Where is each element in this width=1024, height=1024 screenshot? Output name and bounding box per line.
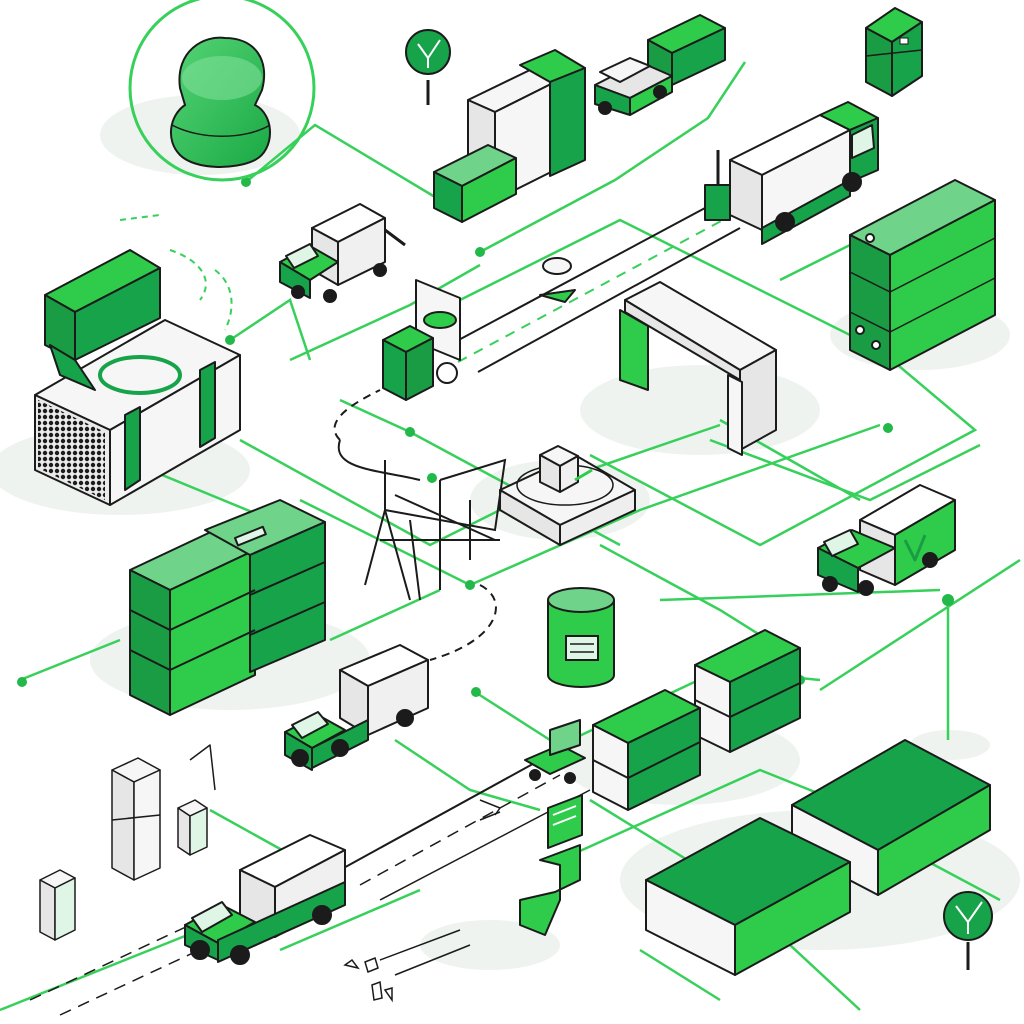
storage-tank-icon: [547, 587, 615, 688]
warehouse-icon: [433, 49, 586, 223]
network-nodes: [17, 177, 954, 697]
road-icon: [29, 924, 191, 1001]
pallet-stack-icon: [129, 499, 326, 716]
network-node-icon: [225, 335, 235, 345]
road-icon: [439, 199, 721, 351]
container-icon: [34, 249, 241, 506]
container-icon: [592, 629, 801, 811]
network-node-icon: [405, 427, 415, 437]
loading-platform-icon: [499, 445, 636, 546]
truck-icon: [704, 101, 879, 245]
network-node-icon: [465, 580, 475, 590]
network-node-icon: [17, 677, 27, 687]
container-icon: [849, 179, 996, 371]
map-pin-icon: [943, 891, 993, 970]
conveyor-icon: [519, 719, 586, 936]
truck-icon: [284, 644, 429, 771]
truck-icon: [594, 14, 726, 116]
network-node-icon: [475, 247, 485, 257]
network-node-icon: [942, 594, 954, 606]
delivery-van-icon: [279, 203, 406, 303]
signboard-icon: [382, 257, 576, 401]
warehouse-icon: [39, 744, 216, 941]
map-pin-icon: [405, 29, 451, 105]
container-icon: [865, 7, 923, 97]
truck-icon: [184, 834, 346, 965]
roads: [29, 199, 741, 1016]
delivery-van-icon: [817, 484, 956, 596]
ground-marks: [343, 799, 502, 1003]
network-node-icon: [241, 177, 251, 187]
network-node-icon: [883, 423, 893, 433]
warehouse-icon: [645, 739, 991, 976]
globe-icon: [128, 0, 316, 182]
crane-icon: [364, 458, 507, 601]
network-node-icon: [427, 473, 437, 483]
network-node-icon: [471, 687, 481, 697]
warehouse-icon: [619, 281, 777, 456]
road-icon: [339, 759, 541, 871]
